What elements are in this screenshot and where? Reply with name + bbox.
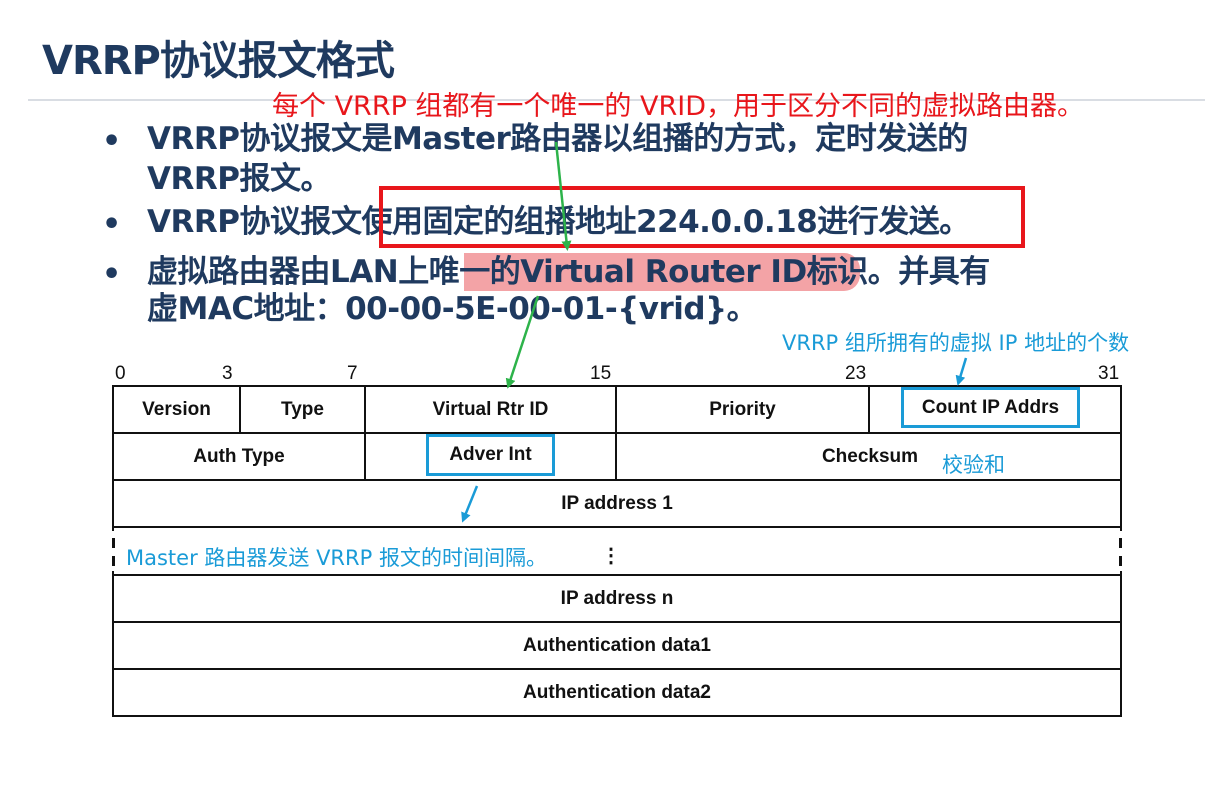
bullet-3-line-2: 虚MAC地址：00-00-5E-00-01-{vrid}。: [147, 291, 758, 327]
bullet-dot-2: •: [102, 207, 122, 242]
bullet-2-line-1: VRRP协议报文使用固定的组播地址224.0.0.18进行发送。: [147, 204, 970, 240]
table-border-right: [1120, 385, 1122, 531]
bullet-1-line-2: VRRP报文。: [147, 161, 331, 197]
slide-title: VRRP协议报文格式: [42, 38, 395, 84]
count-ip-annotation: VRRP 组所拥有的虚拟 IP 地址的个数: [782, 331, 1130, 355]
bullet-3-line-1: 虚拟路由器由LAN上唯一的Virtual Router ID标识。并具有: [147, 254, 990, 290]
table-border-bottom: [112, 715, 1122, 717]
field-ellipsis: ⋮: [601, 544, 621, 567]
green-arrow-icon: [554, 141, 572, 251]
ruler-tick-7: 7: [347, 363, 358, 384]
green-arrow-icon: [505, 295, 540, 389]
checksum-annotation: 校验和: [942, 453, 1005, 477]
table-border-right-dash: [1119, 538, 1122, 548]
virtual-router-id-highlight: [464, 253, 860, 291]
ruler-tick-15: 15: [590, 363, 612, 384]
field-authentication-data-1: Authentication data1: [523, 634, 711, 656]
multicast-address-callout-box: [379, 186, 1025, 248]
table-divider: [112, 526, 1122, 528]
bullet-dot-3: •: [102, 257, 122, 292]
ruler-tick-31: 31: [1098, 363, 1120, 384]
field-ip-address-n: IP address n: [560, 587, 674, 609]
table-border-left: [112, 571, 114, 717]
ruler-tick-3: 3: [222, 363, 233, 384]
table-divider-vertical: [364, 385, 366, 481]
ruler-tick-0: 0: [115, 363, 126, 384]
table-divider-vertical: [239, 385, 241, 434]
field-auth-type: Auth Type: [193, 445, 285, 467]
blue-arrow-icon: [461, 485, 479, 523]
table-divider: [112, 668, 1122, 670]
vrid-annotation: 每个 VRRP 组都有一个唯一的 VRID，用于区分不同的虚拟路由器。: [272, 91, 1085, 122]
field-authentication-data-2: Authentication data2: [523, 681, 711, 703]
field-adver-int: Adver Int: [426, 434, 555, 476]
table-divider: [112, 574, 1122, 576]
table-divider-vertical: [868, 385, 870, 434]
table-divider: [112, 621, 1122, 623]
blue-arrow-icon: [955, 357, 968, 386]
table-border-right: [1120, 571, 1122, 717]
field-virtual-rtr-id: Virtual Rtr ID: [432, 398, 549, 420]
field-type: Type: [281, 398, 324, 420]
table-divider: [112, 479, 1122, 481]
title-divider: [28, 99, 1205, 101]
adver-int-annotation: Master 路由器发送 VRRP 报文的时间间隔。: [126, 546, 547, 570]
field-version: Version: [142, 398, 211, 420]
field-checksum: Checksum: [821, 445, 919, 467]
table-divider: [112, 432, 1122, 434]
bullet-dot-1: •: [102, 124, 122, 159]
field-ip-address-1: IP address 1: [561, 492, 673, 514]
field-priority: Priority: [709, 398, 776, 420]
table-border-left-dash: [112, 538, 115, 548]
field-count-ip-addrs: Count IP Addrs: [901, 387, 1080, 428]
table-border-left-dash: [112, 556, 115, 566]
table-border-top: [112, 385, 1122, 387]
table-divider-vertical: [615, 385, 617, 481]
ruler-tick-23: 23: [845, 363, 867, 384]
table-border-right-dash: [1119, 556, 1122, 566]
table-border-left: [112, 385, 114, 531]
